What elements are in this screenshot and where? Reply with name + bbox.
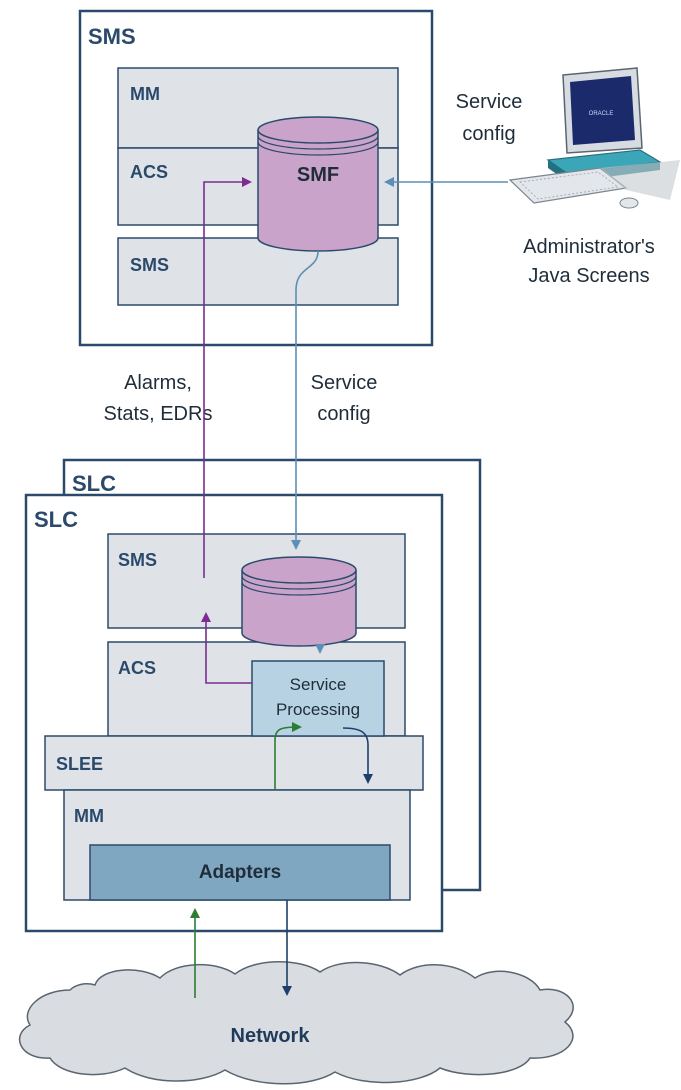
slc-database (241, 556, 357, 647)
smf-label: SMF (297, 164, 339, 186)
service-config-line2: config (317, 403, 370, 425)
network-cloud: Network (18, 961, 574, 1085)
alarms-label-line2: Stats, EDRs (104, 403, 213, 425)
slc-back-title: SLC (72, 471, 116, 496)
service-processing-line2: Processing (276, 700, 360, 719)
sms-server-title: SMS (88, 24, 136, 49)
sms-sms-label: SMS (130, 255, 169, 275)
admin-service-config-line2: config (462, 123, 515, 145)
sms-server: SMS MM ACS SMS SMF (78, 9, 434, 347)
service-processing-box (251, 660, 385, 737)
network-label: Network (231, 1025, 311, 1047)
slc-acs-label: ACS (118, 658, 156, 678)
slc-sms-label: SMS (118, 550, 157, 570)
alarms-label-line1: Alarms, (124, 372, 192, 394)
sms-acs-label: ACS (130, 162, 168, 182)
service-config-line1: Service (311, 372, 378, 394)
admin-caption-line2: Java Screens (528, 265, 649, 287)
alarms-stats-edrs-arrow (203, 177, 252, 578)
admin-service-config-line1: Service (456, 91, 523, 113)
service-processing-line1: Service (290, 675, 347, 694)
slc-front-title: SLC (34, 507, 78, 532)
processing-to-slc-sms-arrow (201, 612, 252, 684)
computer-icon: ORACLE (508, 67, 680, 209)
sms-mm-label: MM (130, 84, 160, 104)
slee-label: SLEE (56, 754, 103, 774)
processing-to-slee-arrow (342, 727, 373, 784)
smf-to-slc-db-arrow (291, 250, 319, 550)
smf-database: SMF (257, 116, 379, 252)
screen-brand-text: ORACLE (589, 111, 614, 117)
adapters-label: Adapters (199, 862, 281, 883)
slc-mm-label: MM (74, 806, 104, 826)
adapters-box (89, 844, 391, 901)
slee-layer (44, 735, 424, 791)
slee-to-processing-arrow (274, 722, 302, 790)
admin-caption-line1: Administrator's (523, 236, 655, 258)
